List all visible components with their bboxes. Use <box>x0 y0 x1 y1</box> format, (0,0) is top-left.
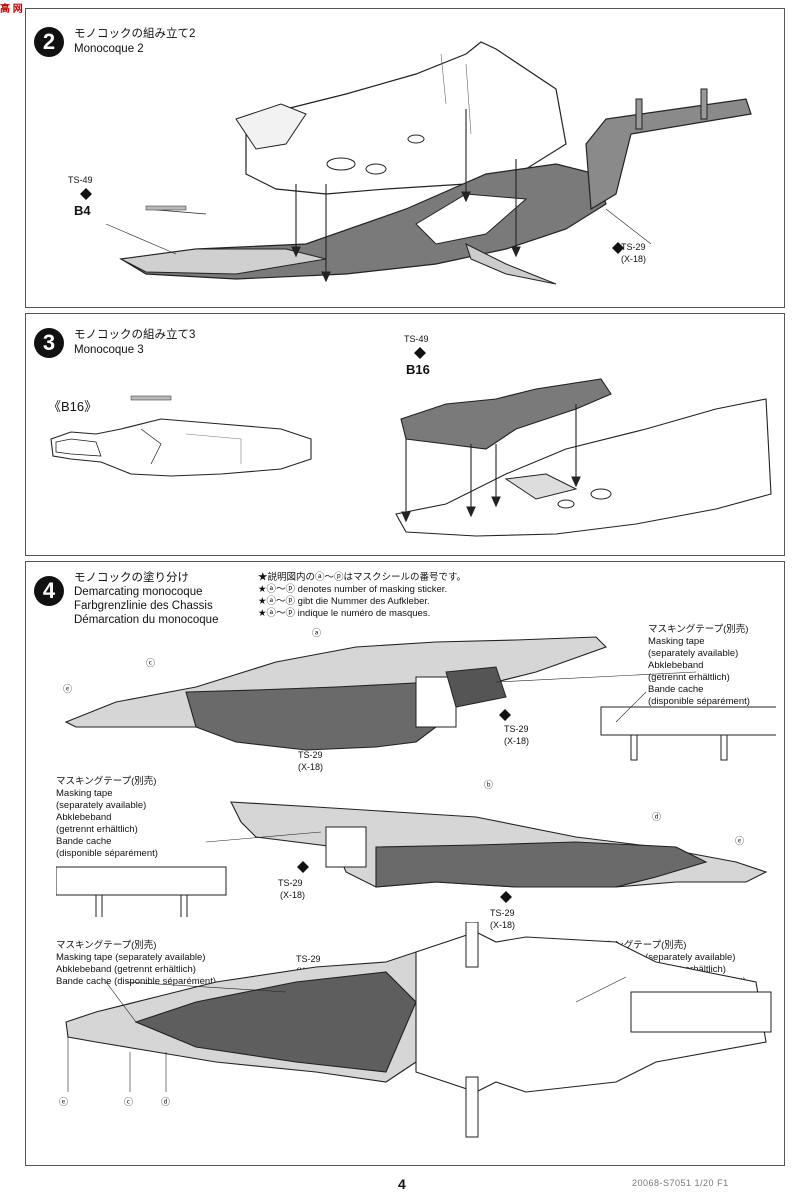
paint-code-ts29: TS-29 <box>490 908 515 918</box>
paint-drop-icon <box>414 347 426 359</box>
mask-label-e: ⓔ <box>735 836 745 846</box>
step-title-en: Monocoque 2 <box>74 43 144 55</box>
step-number: 4 <box>34 576 64 606</box>
paint-code-x18: (X-18) <box>280 890 306 900</box>
masking-tape-callout-line: マスキングテープ(別売) <box>56 776 157 787</box>
paint-drop-icon <box>297 861 309 873</box>
paint-code-ts29: TS-29 <box>296 954 321 964</box>
paint-drop-icon <box>499 709 511 721</box>
step-3-panel: 3 モノコックの組み立て3 Monocoque 3 《B16》 TS-49 B1… <box>25 313 785 556</box>
paint-drop-icon <box>80 188 92 200</box>
part-label-b4: B4 <box>74 203 91 218</box>
masking-tape-callout-line: (getrennt erhältlich) <box>648 672 730 683</box>
monocoque-side-view-left <box>64 636 776 761</box>
paint-code-ts29: TS-29 <box>504 724 529 734</box>
note-line: ★ⓐ〜ⓟ indique le numéro de masques. <box>258 608 431 619</box>
masking-tape-callout-line: Bande cache <box>56 836 112 847</box>
mask-label-d: ⓓ <box>652 812 662 822</box>
masking-tape-callout-line: (separately available) <box>56 800 147 811</box>
masking-tape-callout-line: (disponible séparément) <box>648 696 750 707</box>
paint-code-ts49: TS-49 <box>404 334 429 344</box>
masking-tape-callout-line: (getrennt erhältlich) <box>56 824 138 835</box>
masking-tape-callout-line: (separately available) <box>648 648 739 659</box>
paint-code-ts29: TS-29 <box>298 750 323 760</box>
step-title-fr: Démarcation du monocoque <box>74 614 219 626</box>
monocoque-top-view <box>65 922 772 1138</box>
step-number: 2 <box>34 27 64 57</box>
step-title-jp: モノコックの塗り分け <box>74 572 189 584</box>
masking-tape-callout-line: Masking tape <box>56 788 113 799</box>
part-callout-b16: 《B16》 <box>48 399 98 414</box>
paint-code-x18: (X-18) <box>298 762 324 772</box>
note-line: ★ⓐ〜ⓟ denotes number of masking sticker. <box>258 584 448 595</box>
mask-label-b: ⓑ <box>484 780 494 790</box>
mask-label-e: ⓔ <box>63 684 73 694</box>
page-number: 4 <box>398 1176 406 1192</box>
part-label-b16: B16 <box>406 362 430 377</box>
step-4-panel: 4 モノコックの塗り分け Demarcating monocoque Farbg… <box>25 561 785 1166</box>
masking-tape-callout-line: Bande cache (disponible séparément) <box>56 976 217 987</box>
step-number: 3 <box>34 328 64 358</box>
step-2-panel: 2 モノコックの組み立て2 Monocoque 2 TS-49 B4 TS-29… <box>25 8 785 308</box>
step-title-jp: モノコックの組み立て2 <box>74 28 196 40</box>
footer-code: 20068-S7051 1/20 F1 <box>632 1178 729 1188</box>
masking-tape-callout-line: Bande cache <box>648 684 704 695</box>
masking-tape-callout-line: マスキングテープ(別売) <box>586 940 687 951</box>
masking-tape-callout-line: マスキングテープ(別売) <box>56 940 157 951</box>
mask-label-d: ⓓ <box>161 1097 171 1107</box>
masking-tape-callout-line: マスキングテープ(別売) <box>648 624 749 635</box>
paint-drop-icon <box>612 242 624 254</box>
step-title-en: Monocoque 3 <box>74 344 144 356</box>
step-title-jp: モノコックの組み立て3 <box>74 329 196 341</box>
mask-label-c: ⓒ <box>146 658 156 668</box>
masking-tape-callout-line: Masking tape <box>648 636 705 647</box>
b16-part-illustration <box>50 395 312 477</box>
paint-code-x18: (X-18) <box>504 736 530 746</box>
mask-label-a: ⓐ <box>312 628 322 638</box>
step-title-de: Farbgrenzlinie des Chassis <box>74 600 213 612</box>
masking-tape-callout-line: Masking tape (separately available) <box>586 952 736 963</box>
watermark-logo: 高 网 <box>0 4 23 15</box>
note-line: ★ⓐ〜ⓟ gibt die Nummer des Aufkleber. <box>258 596 430 607</box>
masking-tape-callout-line: Abklebeband <box>56 812 112 823</box>
masking-tape-callout-line: (disponible séparément) <box>56 848 158 859</box>
masking-tape-callout-line: Masking tape (separately available) <box>56 952 206 963</box>
note-line: ★説明図内のⓐ〜ⓟはマスクシールの番号です。 <box>258 572 467 583</box>
masking-tape-callout-line: Abklebeband (getrennt erhältlich) <box>56 964 196 975</box>
monocoque-b16-assembly-illustration <box>395 378 772 537</box>
paint-code-ts49: TS-49 <box>68 175 93 185</box>
mask-label-e: ⓔ <box>59 1097 69 1107</box>
step-title-en: Demarcating monocoque <box>74 586 203 598</box>
paint-code-ts29: TS-29 <box>621 242 646 252</box>
paint-code-ts29: TS-29 <box>278 878 303 888</box>
paint-code-x18: (X-18) <box>621 254 647 264</box>
monocoque-assembly-illustration <box>105 41 752 285</box>
mask-label-c: ⓒ <box>124 1097 134 1107</box>
paint-code-x18: (X-18) <box>490 920 516 930</box>
masking-tape-callout-line: Abklebeband <box>648 660 704 671</box>
paint-drop-icon <box>500 891 512 903</box>
monocoque-side-view-right <box>56 801 768 917</box>
